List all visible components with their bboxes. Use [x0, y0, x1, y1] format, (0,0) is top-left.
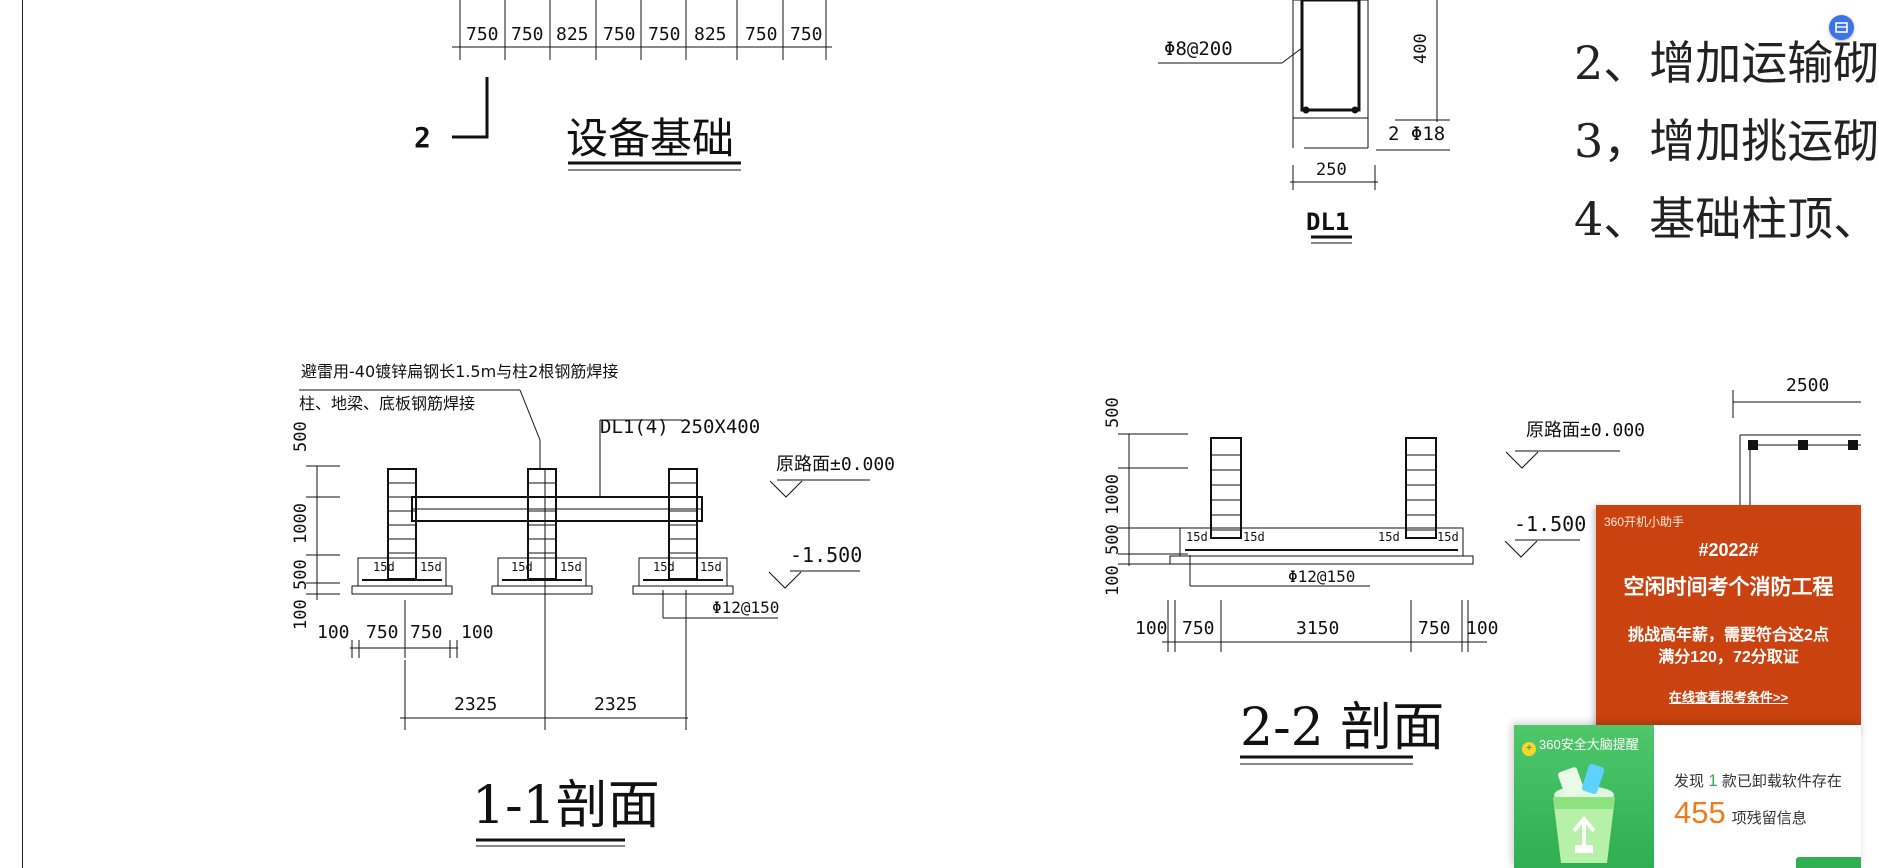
ad-body: 挑战高年薪，需要符合这2点 满分120，72分取证: [1596, 625, 1861, 669]
anchor-15d-2-2-a: 15d: [1186, 530, 1208, 544]
security-popup-sidebar: +360安全大脑提醒: [1514, 725, 1654, 868]
bottom-level-2-2: -1.500: [1514, 512, 1586, 536]
trash-bin-icon: [1553, 763, 1615, 863]
top-dim-1: 750: [466, 24, 499, 45]
bottom-dim-2-2-d: 750: [1418, 618, 1451, 639]
anchor-15d-e: 15d: [653, 560, 675, 574]
left-dim-2-2-500: 500: [1103, 397, 1123, 428]
plan-dim-2500: 2500: [1786, 375, 1829, 396]
anchor-15d-b: 15d: [420, 560, 442, 574]
security-line2-suffix: 项残留信息: [1731, 810, 1807, 827]
left-dim-2-2-1000: 1000: [1103, 474, 1123, 515]
ground-level-2-2: 原路面±0.000: [1526, 420, 1645, 441]
bottom-level-1-1: -1.500: [790, 543, 862, 567]
left-dim-2-2-500b: 500: [1103, 524, 1123, 555]
beam-label-1-1: DL1(4) 250X400: [600, 416, 760, 438]
ad-header: 360开机小助手: [1604, 515, 1685, 529]
security-line1-prefix: 发现: [1674, 773, 1705, 790]
top-dim-4: 750: [603, 24, 636, 45]
spacing-dim-2: 2325: [594, 694, 637, 715]
note-4: 4、基础柱顶、: [1574, 192, 1879, 246]
left-dim-1-1-500: 500: [291, 421, 311, 452]
bottom-dim-1-1-a: 100: [317, 622, 350, 643]
top-dim-2: 750: [511, 24, 544, 45]
bottom-dim-1-1-d: 100: [461, 622, 494, 643]
top-dim-3: 825: [556, 24, 589, 45]
left-dim-1-1-500b: 500: [291, 559, 311, 590]
anchor-15d-2-2-b: 15d: [1243, 530, 1265, 544]
ad-popup[interactable]: 360开机小助手 #2022# 空闲时间考个消防工程 挑战高年薪，需要符合这2点…: [1596, 505, 1861, 733]
bottom-dim-1-1-c: 750: [410, 622, 443, 643]
section-mark-2: 2: [414, 121, 431, 154]
note-3: 3，增加挑运砌: [1574, 114, 1879, 168]
anchor-15d-a: 15d: [373, 560, 395, 574]
left-dim-1-1-1000: 1000: [291, 503, 311, 544]
ad-link-container: 在线查看报考条件>>: [1596, 687, 1861, 706]
security-action-button[interactable]: [1796, 857, 1861, 868]
ad-title: 空闲时间考个消防工程: [1623, 576, 1834, 599]
bottom-dim-2-2-e: 100: [1466, 618, 1499, 639]
anchor-15d-2-2-c: 15d: [1378, 530, 1400, 544]
lightning-note: 避雷用-40镀锌扁钢长1.5m与柱2根钢筋焊接: [301, 362, 618, 381]
dl1-bottom-rebar: 2 Φ18: [1388, 123, 1445, 145]
weld-note: 柱、地梁、底板钢筋焊接: [299, 394, 475, 413]
shield-plus-icon: +: [1522, 742, 1536, 756]
top-dimension-labels: 750 750 825 750 750 825 750 750: [466, 24, 823, 45]
ad-view-conditions-link[interactable]: 在线查看报考条件>>: [1668, 690, 1789, 705]
top-dim-7: 750: [745, 24, 778, 45]
anchor-15d-c: 15d: [511, 560, 533, 574]
equipment-foundation-title: 设备基础: [566, 114, 734, 163]
note-2: 2、增加运输砌: [1574, 36, 1879, 90]
left-dim-2-2-100: 100: [1103, 565, 1123, 596]
top-dim-6: 825: [694, 24, 727, 45]
security-line1-count: 1: [1708, 771, 1718, 790]
dl1-rebar-label: Φ8@200: [1164, 38, 1233, 60]
ground-level-1-1: 原路面±0.000: [776, 454, 895, 475]
top-dim-5: 750: [648, 24, 681, 45]
top-dim-8: 750: [790, 24, 823, 45]
base-rebar-1-1: Φ12@150: [712, 598, 779, 617]
toolbox-icon: [1835, 22, 1848, 33]
dl1-title: DL1: [1306, 208, 1349, 236]
ad-tag: #2022#: [1698, 540, 1759, 560]
ad-body-line2: 满分120，72分取证: [1658, 649, 1799, 666]
floating-tool-button[interactable]: [1829, 15, 1854, 40]
section-2-2-title: 2-2 剖面: [1240, 698, 1444, 758]
security-popup-title-row: +360安全大脑提醒: [1522, 734, 1639, 756]
dl1-width: 250: [1316, 160, 1347, 180]
security-popup[interactable]: +360安全大脑提醒 发现 1 款已卸载软件存在 455 项残留信息: [1514, 725, 1861, 868]
ad-body-line1: 挑战高年薪，需要符合这2点: [1628, 627, 1829, 644]
section-1-1-title: 1-1剖面: [472, 776, 660, 836]
security-line1: 发现 1 款已卸载软件存在: [1674, 770, 1842, 791]
base-rebar-2-2: Φ12@150: [1288, 567, 1355, 586]
anchor-15d-2-2-d: 15d: [1437, 530, 1459, 544]
left-dim-1-1-100: 100: [291, 599, 311, 630]
bottom-dim-2-2-c: 3150: [1296, 618, 1339, 639]
bottom-dim-2-2-b: 750: [1182, 618, 1215, 639]
security-line1-suffix: 款已卸载软件存在: [1721, 773, 1842, 790]
spacing-dim-1: 2325: [454, 694, 497, 715]
bottom-dim-1-1-b: 750: [366, 622, 399, 643]
security-popup-title: 360安全大脑提醒: [1539, 737, 1639, 752]
dl1-height: 400: [1411, 33, 1431, 64]
anchor-15d-d: 15d: [560, 560, 582, 574]
anchor-15d-f: 15d: [700, 560, 722, 574]
bottom-dim-2-2-a: 100: [1135, 618, 1168, 639]
security-line2: 455 项残留信息: [1674, 795, 1807, 831]
security-residue-count: 455: [1674, 795, 1726, 830]
window-left-border: [22, 0, 23, 868]
